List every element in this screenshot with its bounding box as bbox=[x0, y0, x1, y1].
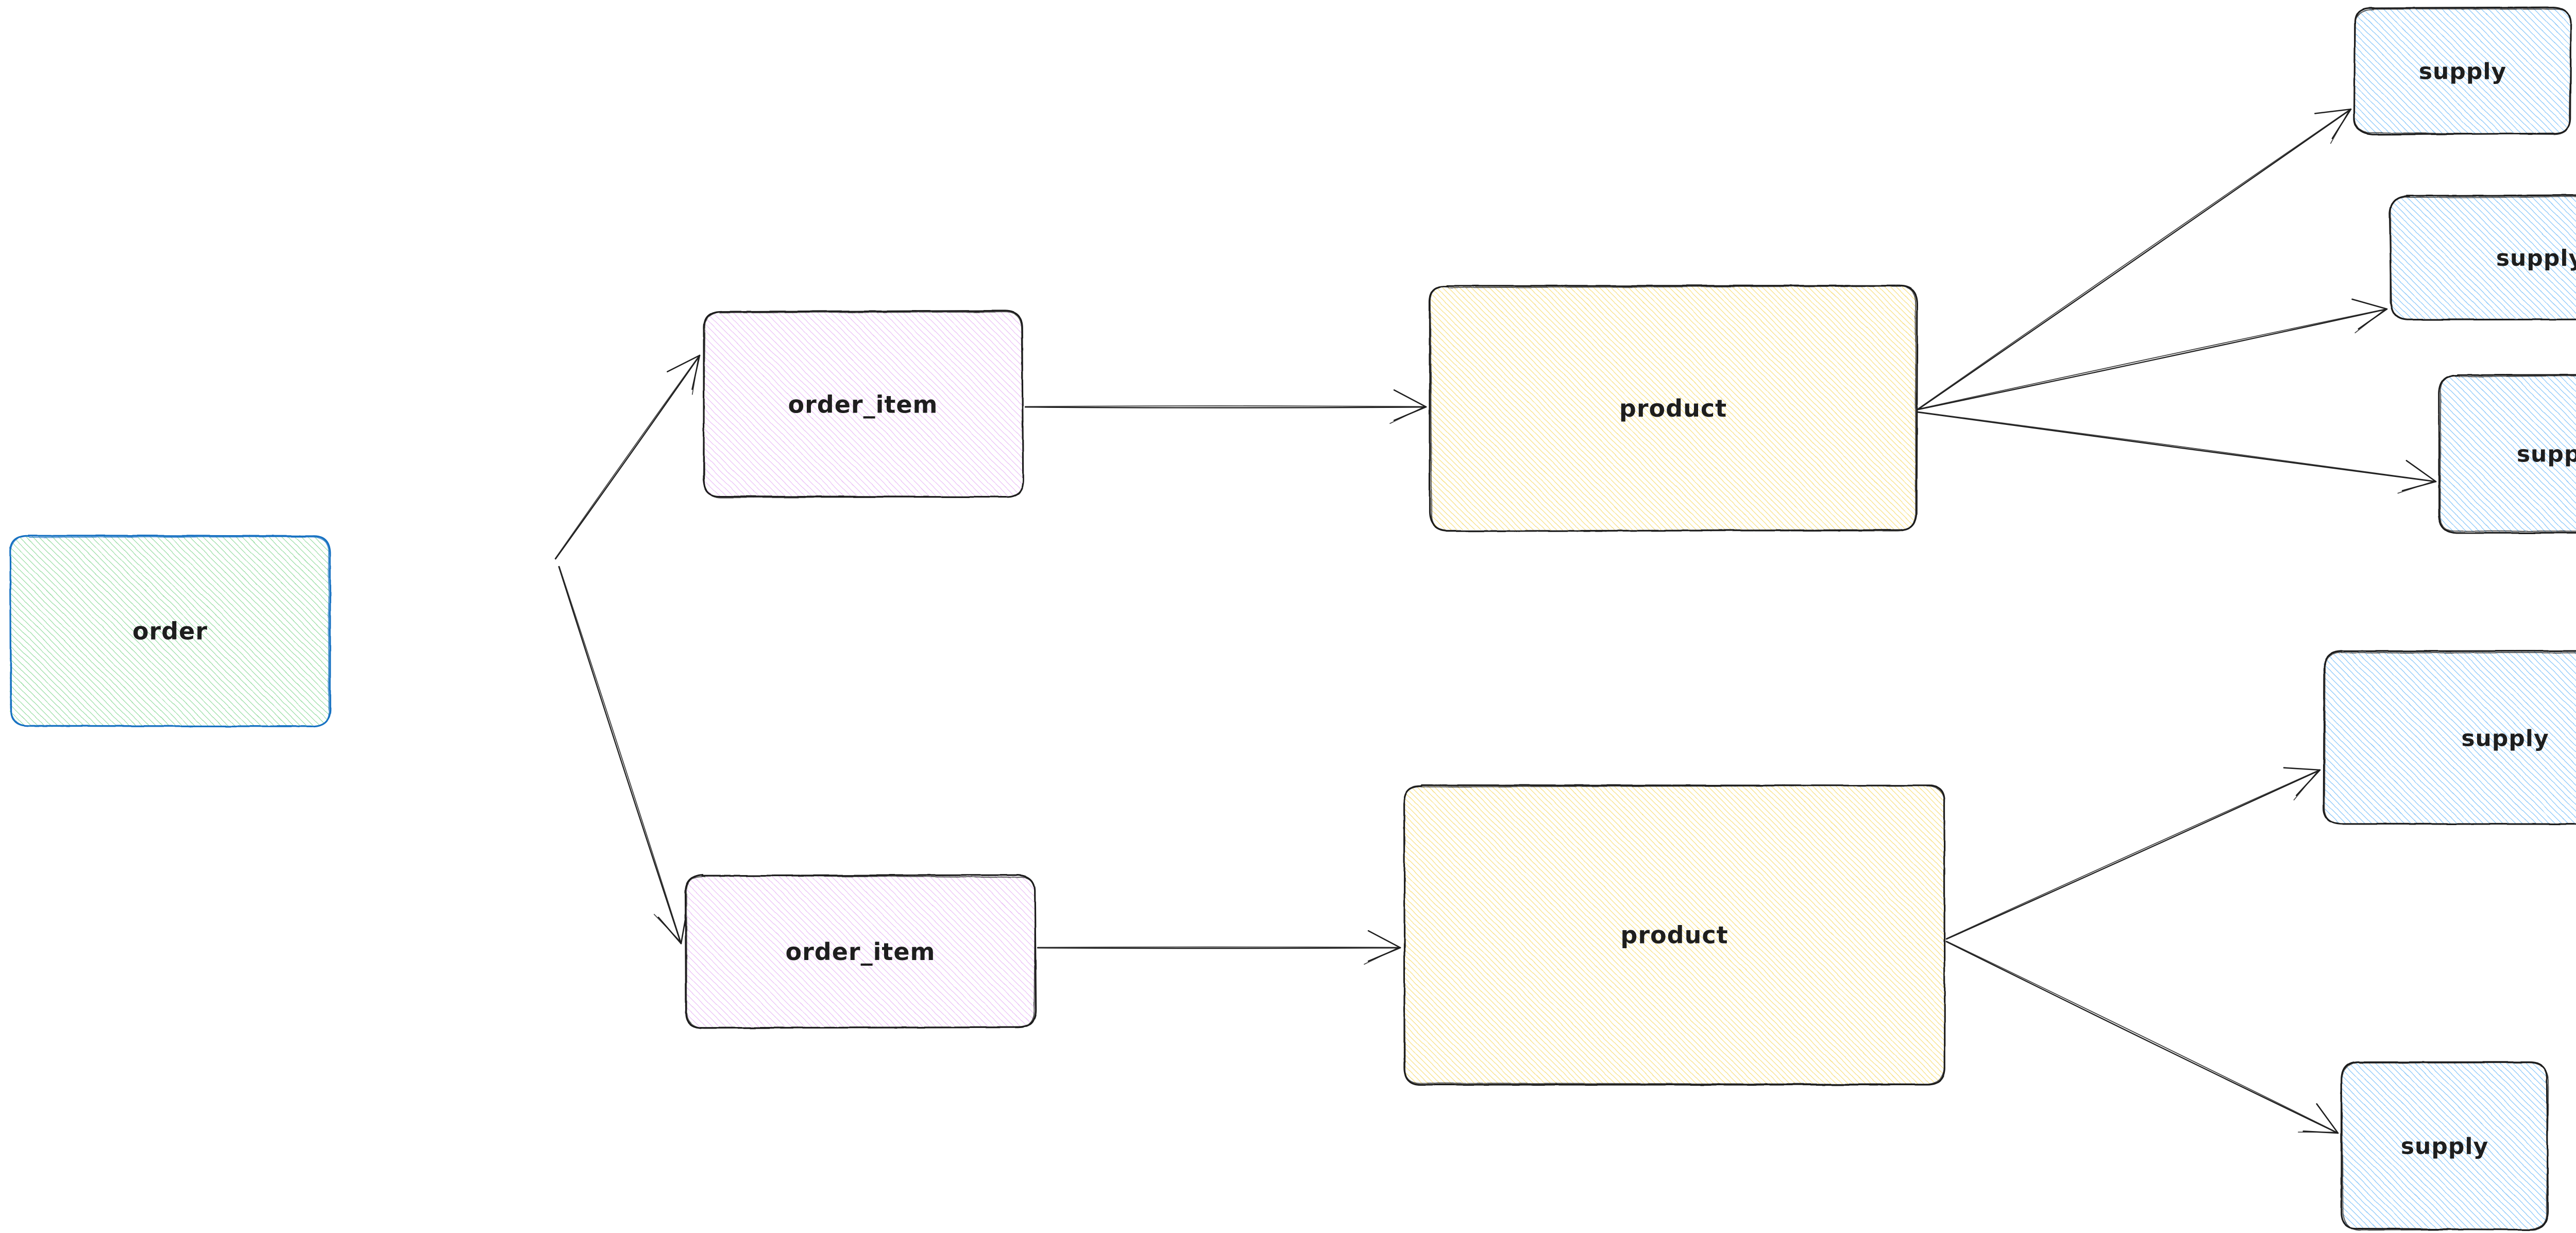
edge-order_item_2-to-product_2 bbox=[1037, 930, 1401, 965]
node-fill-order_item_1 bbox=[703, 311, 1024, 498]
node-fill-supply_1 bbox=[2354, 7, 2571, 134]
node-supply_5[interactable]: supply bbox=[2340, 1061, 2549, 1231]
node-product_2[interactable]: product bbox=[1403, 784, 1945, 1086]
edge-product_2-to-supply_5 bbox=[1945, 940, 2339, 1134]
node-label-supply_2: supply bbox=[2496, 245, 2576, 271]
edge-order-to-order_item_1 bbox=[554, 354, 701, 560]
node-order_item_1[interactable]: order_item bbox=[702, 310, 1024, 498]
node-product_1[interactable]: product bbox=[1429, 285, 1918, 532]
node-fill-product_1 bbox=[1429, 285, 1917, 532]
node-fill-supply_4 bbox=[2323, 651, 2576, 825]
nodes-layer: orderorder_itemorder_itemproductproducts… bbox=[9, 6, 2576, 1231]
node-order[interactable]: order bbox=[9, 535, 331, 727]
node-label-product_1: product bbox=[1619, 395, 1727, 422]
node-order_item_2[interactable]: order_item bbox=[684, 874, 1037, 1029]
node-fill-supply_2 bbox=[2390, 195, 2576, 320]
node-outline-order bbox=[9, 535, 331, 727]
node-outline-order_item_2 bbox=[684, 874, 1037, 1029]
edge-order_item_1-to-product_1 bbox=[1024, 389, 1427, 424]
node-fill-order bbox=[10, 535, 330, 727]
node-supply_3[interactable]: supply bbox=[2438, 373, 2576, 534]
node-fill-order_item_2 bbox=[684, 875, 1036, 1028]
node-fill-product_2 bbox=[1403, 785, 1945, 1085]
node-supply_4[interactable]: supply bbox=[2323, 650, 2576, 825]
node-label-order: order bbox=[132, 618, 208, 645]
edge-product_1-to-supply_2 bbox=[1917, 298, 2388, 410]
edges-layer bbox=[554, 108, 2437, 1134]
node-outline-supply_5 bbox=[2340, 1061, 2549, 1231]
node-supply_2[interactable]: supply bbox=[2388, 194, 2576, 321]
node-outline-product_1 bbox=[1429, 285, 1918, 532]
node-fill-supply_3 bbox=[2439, 374, 2576, 533]
edge-product_1-to-supply_3 bbox=[1917, 411, 2437, 494]
edge-order-to-order_item_2 bbox=[558, 566, 688, 945]
node-label-order_item_2: order_item bbox=[786, 938, 936, 966]
edge-product_2-to-supply_4 bbox=[1945, 767, 2321, 940]
node-label-supply_5: supply bbox=[2401, 1134, 2488, 1160]
node-outline-order_item_1 bbox=[702, 310, 1024, 498]
node-outline-supply_1 bbox=[2353, 6, 2572, 135]
node-label-supply_3: supply bbox=[2517, 441, 2576, 468]
node-label-product_2: product bbox=[1620, 921, 1728, 949]
node-label-supply_1: supply bbox=[2419, 59, 2506, 85]
edge-product_1-to-supply_1 bbox=[1917, 108, 2352, 410]
node-label-supply_4: supply bbox=[2461, 726, 2549, 752]
node-fill-supply_5 bbox=[2342, 1061, 2549, 1229]
node-label-order_item_1: order_item bbox=[788, 391, 938, 419]
node-outline-supply_3 bbox=[2438, 373, 2576, 534]
node-outline-supply_2 bbox=[2388, 194, 2576, 321]
node-outline-product_2 bbox=[1403, 784, 1945, 1086]
node-outline-supply_4 bbox=[2323, 650, 2576, 825]
node-supply_1[interactable]: supply bbox=[2353, 6, 2572, 135]
